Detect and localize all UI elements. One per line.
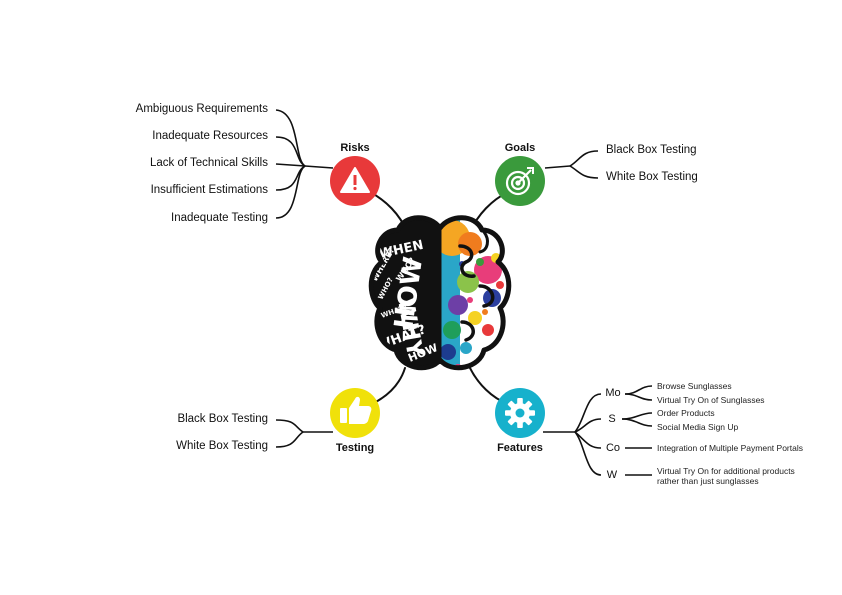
testing-title: Testing: [335, 442, 375, 454]
warning-icon: [340, 167, 370, 193]
features-title: Features: [497, 442, 543, 454]
testing-item: Black Box Testing: [177, 413, 268, 425]
gear-icon: [505, 398, 535, 428]
features-co-item: Integration of Multiple Payment Portals: [657, 443, 803, 453]
features-w-item: Virtual Try On for additional products: [657, 466, 795, 476]
features-mo-item: Virtual Try On of Sunglasses: [657, 395, 765, 405]
risks-title: Risks: [340, 142, 370, 154]
risks-item: Inadequate Testing: [171, 212, 268, 224]
goals-title: Goals: [504, 142, 536, 154]
features-w-label: W: [606, 469, 618, 481]
risks-item: Inadequate Resources: [152, 130, 268, 142]
target-icon: [505, 167, 534, 196]
goals-branches: [544, 150, 599, 179]
features-s-item: Order Products: [657, 408, 715, 418]
thumbs-up-icon: [340, 396, 372, 424]
features-branches: [543, 385, 653, 476]
brain-icon: WHEN WHY WHERE? WHO? WHAT? HOW WHAT? HOW…: [368, 215, 512, 371]
goals-item: Black Box Testing: [606, 144, 697, 156]
features-mo-label: Mo: [605, 387, 621, 399]
risks-branches: [275, 109, 334, 219]
features-w-item: rather than just sunglasses: [657, 476, 759, 486]
testing-branches: [275, 419, 333, 448]
risks-item: Ambiguous Requirements: [135, 103, 268, 115]
features-mo-item: Browse Sunglasses: [657, 381, 732, 391]
testing-item: White Box Testing: [176, 440, 268, 452]
risks-item: Insufficient Estimations: [150, 184, 268, 196]
features-s-label: S: [608, 413, 616, 425]
risks-item: Lack of Technical Skills: [149, 157, 268, 169]
features-co-label: Co: [605, 442, 621, 454]
features-s-item: Social Media Sign Up: [657, 422, 739, 432]
goals-item: White Box Testing: [606, 171, 698, 183]
